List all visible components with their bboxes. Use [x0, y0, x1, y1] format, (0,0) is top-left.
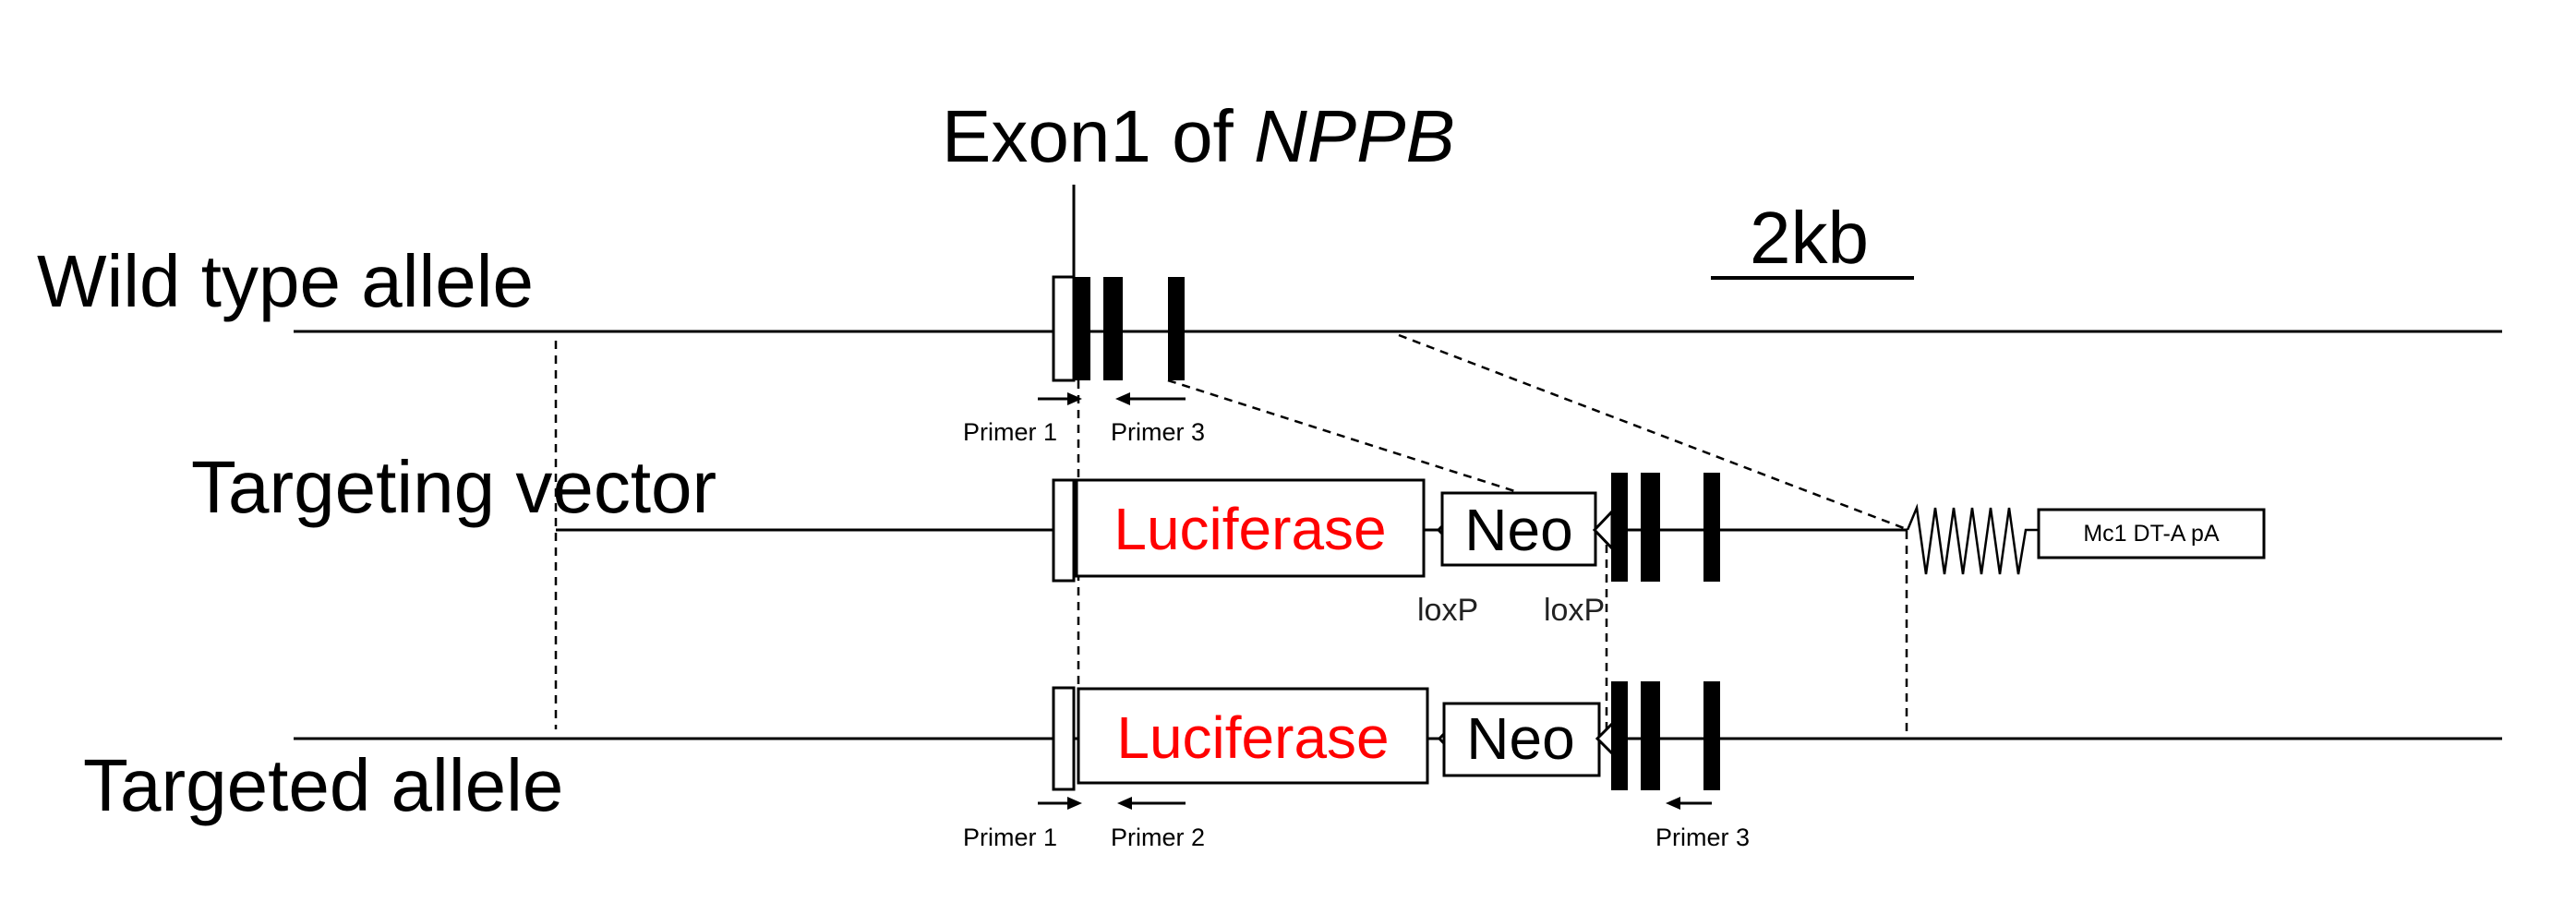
- scale-bar-label: 2kb: [1750, 197, 1869, 279]
- wt-primer3-label: Primer 3: [1111, 418, 1205, 446]
- ta-neo-label: Neo: [1466, 705, 1574, 772]
- wt-exon3: [1168, 277, 1185, 380]
- ta-primer2-label: Primer 2: [1111, 824, 1205, 851]
- tv-exon2: [1641, 473, 1660, 582]
- tv-exon1-utr: [1052, 478, 1076, 583]
- ta-exon1-utr: [1052, 686, 1076, 791]
- wt-primer1-arrow: [1038, 392, 1082, 405]
- loxp-label-1: loxP: [1417, 593, 1478, 628]
- ta-primer3-arrow: [1666, 797, 1712, 810]
- vector-backbone-spring: [1906, 503, 2039, 575]
- tv-exon3: [1703, 473, 1720, 582]
- targeted-allele-label: Targeted allele: [83, 744, 563, 826]
- wt-exon1: [1074, 277, 1090, 380]
- targeting-vector-label: Targeting vector: [191, 446, 716, 528]
- ta-luciferase-box: [1077, 687, 1429, 785]
- wt-exon2: [1103, 277, 1123, 380]
- tv-exon1: [1611, 473, 1628, 582]
- wt-primer3-arrow: [1115, 392, 1186, 405]
- ta-primer3-label: Primer 3: [1655, 824, 1750, 851]
- ta-neo-box: [1442, 702, 1601, 777]
- exon-shift-dashed-line: [1167, 379, 1524, 496]
- ta-luciferase-label: Luciferase: [1116, 704, 1389, 771]
- ta-exon3: [1703, 681, 1720, 790]
- tv-loxp-triangle-2: [1592, 508, 1614, 552]
- wild-type-label: Wild type allele: [37, 240, 534, 322]
- ta-primer1-arrow: [1038, 797, 1082, 810]
- ta-exon1: [1611, 681, 1628, 790]
- exon-title: Exon1 of NPPB: [942, 95, 1455, 177]
- dta-cassette-label: Mc1 DT-A pA: [2083, 521, 2220, 547]
- dta-cassette-box: [2037, 508, 2266, 559]
- wt-exon1-utr: [1052, 275, 1076, 382]
- homology-right-arm-line: [1398, 333, 1905, 530]
- tv-neo-label: Neo: [1464, 497, 1572, 563]
- ta-primer2-arrow: [1117, 797, 1186, 810]
- ta-exon2: [1641, 681, 1660, 790]
- wt-primer1-label: Primer 1: [963, 418, 1057, 446]
- tv-luciferase-box: [1075, 478, 1426, 578]
- loxp-label-2: loxP: [1544, 593, 1605, 628]
- tv-neo-box: [1440, 491, 1597, 567]
- tv-luciferase-label: Luciferase: [1113, 496, 1386, 562]
- ta-primer1-label: Primer 1: [963, 824, 1057, 851]
